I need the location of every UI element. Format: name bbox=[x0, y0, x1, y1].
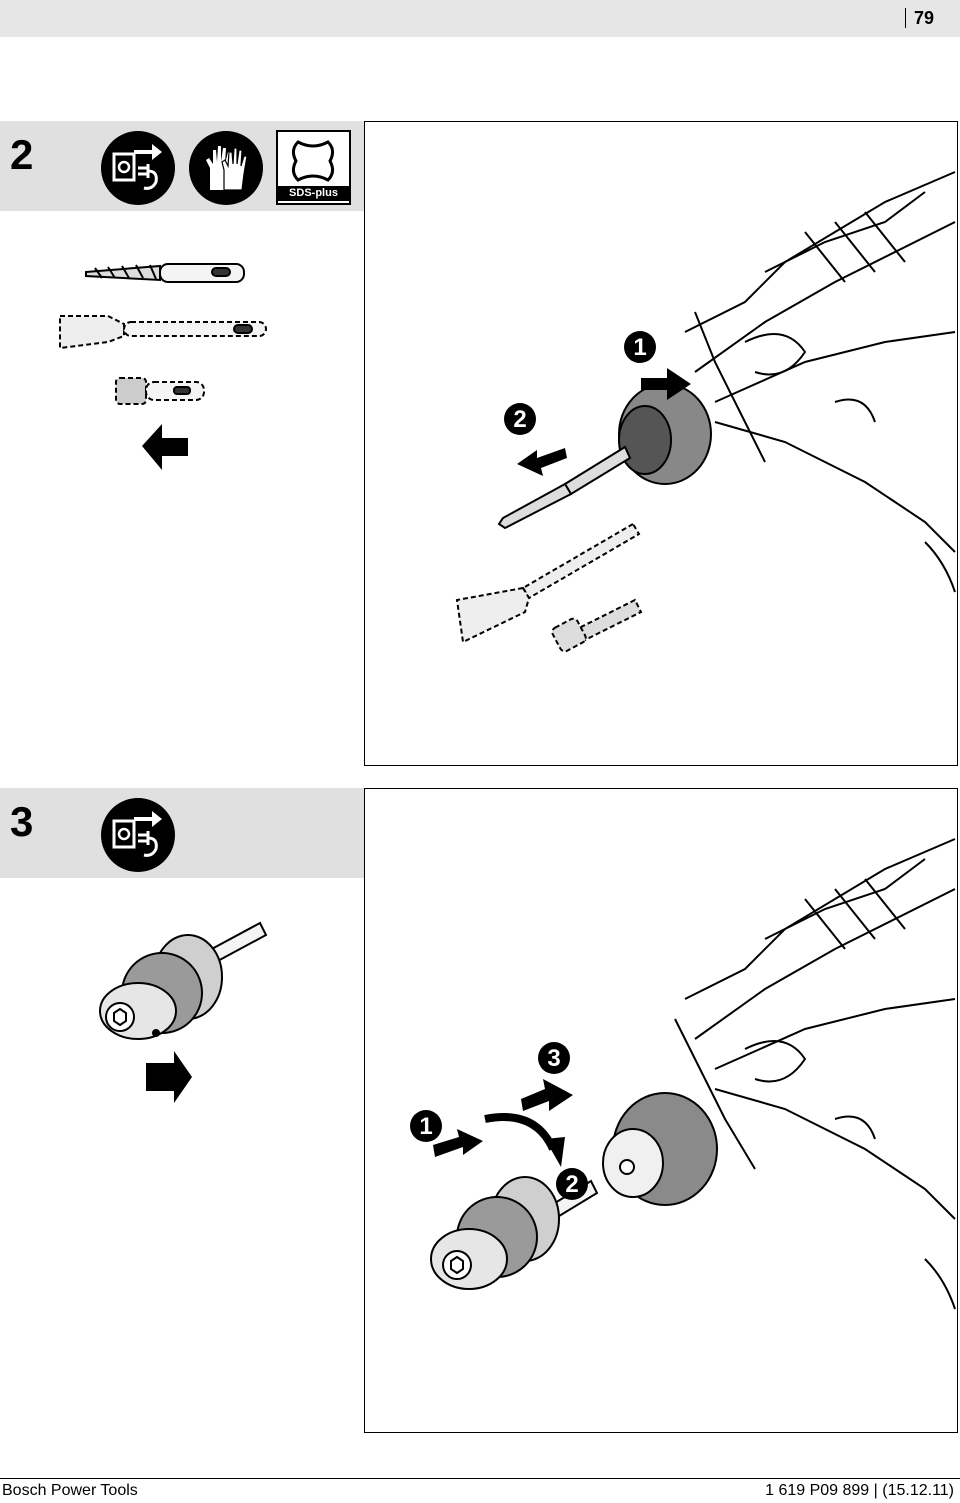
footer-rule bbox=[0, 1478, 960, 1479]
svg-text:2: 2 bbox=[513, 406, 526, 433]
header-bar bbox=[0, 0, 960, 37]
callout-2: 2 bbox=[504, 403, 536, 435]
svg-text:3: 3 bbox=[547, 1045, 560, 1072]
arrow-push-icon bbox=[641, 368, 691, 400]
svg-text:1: 1 bbox=[633, 334, 646, 361]
section-3-number: 3 bbox=[10, 798, 34, 845]
callout-1: 1 bbox=[410, 1110, 442, 1142]
section-2-figure-frame: 1 2 bbox=[364, 121, 958, 766]
page-number: 79 bbox=[904, 8, 934, 28]
callout-2: 2 bbox=[556, 1168, 588, 1200]
callout-3: 3 bbox=[538, 1042, 570, 1074]
svg-text:1: 1 bbox=[419, 1113, 432, 1140]
sds-plus-icon: SDS-plus bbox=[276, 130, 351, 205]
keyed-chuck-illustration bbox=[99, 921, 268, 1103]
hammer-drill-illustration-chuck bbox=[430, 838, 956, 1310]
svg-text:2: 2 bbox=[565, 1171, 578, 1198]
section-2-number: 2 bbox=[10, 131, 34, 178]
arrow-right-icon bbox=[146, 1051, 192, 1103]
section-3-figure-frame: 3 1 2 bbox=[364, 788, 958, 1433]
core-bit-icon bbox=[115, 377, 205, 405]
unplug-icon bbox=[101, 131, 175, 205]
arrow-pull-icon bbox=[517, 448, 567, 476]
arrow-insert-icon bbox=[433, 1129, 483, 1157]
arrow-rotate-icon bbox=[545, 1137, 565, 1167]
arrow-left-icon bbox=[142, 424, 188, 470]
footer-brand: Bosch Power Tools bbox=[2, 1482, 138, 1499]
arrow-push-back-icon bbox=[521, 1079, 573, 1111]
footer-doc-number: 1 619 P09 899 | (15.12.11) bbox=[765, 1482, 954, 1499]
unplug-icon bbox=[101, 798, 175, 872]
hammer-drill-illustration-insert bbox=[455, 171, 956, 653]
section-3-header bbox=[0, 788, 364, 878]
gloves-icon bbox=[189, 131, 263, 205]
callout-1: 1 bbox=[624, 331, 656, 363]
drill-bit-icon bbox=[85, 263, 245, 283]
chisel-icon bbox=[59, 315, 267, 350]
sds-plus-label: SDS-plus bbox=[278, 186, 349, 201]
tool-bits-illustration bbox=[59, 263, 267, 470]
